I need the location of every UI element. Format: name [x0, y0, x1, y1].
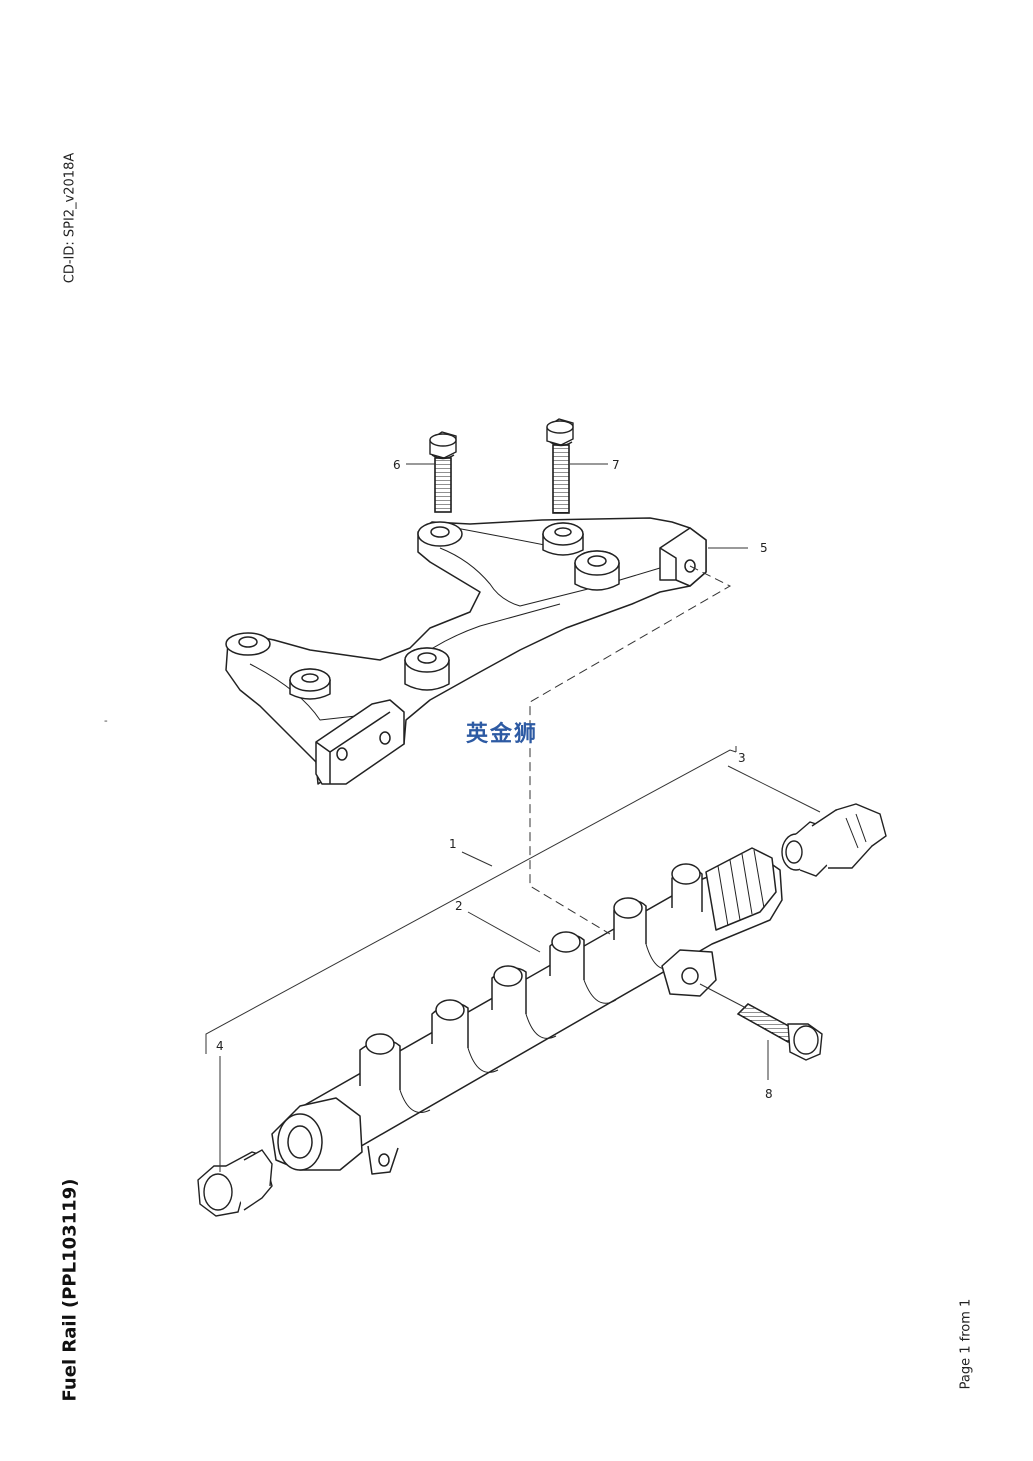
callout-2: 2: [455, 899, 463, 913]
assembly-dashed-lines: [529, 565, 732, 935]
bolt-8: [736, 1003, 823, 1061]
callout-5: 5: [760, 541, 768, 555]
callout-4: 4: [216, 1039, 224, 1053]
callout-3: 3: [738, 751, 746, 765]
callout-7: 7: [612, 458, 620, 472]
fuel-rail-1: [271, 847, 783, 1175]
leader-lines: [205, 463, 821, 1172]
pressure-sensor-3: [781, 803, 887, 877]
bolt-6: [429, 431, 457, 513]
callout-6: 6: [393, 458, 401, 472]
stray-mark: -: [104, 715, 108, 727]
callout-1: 1: [449, 837, 457, 851]
plug-4: [197, 1149, 273, 1217]
watermark: 英金狮: [466, 722, 539, 747]
callout-8: 8: [765, 1087, 773, 1101]
bracket-5: [225, 517, 707, 785]
outlet-nipples: [359, 863, 703, 1090]
bolt-7: [546, 418, 574, 514]
